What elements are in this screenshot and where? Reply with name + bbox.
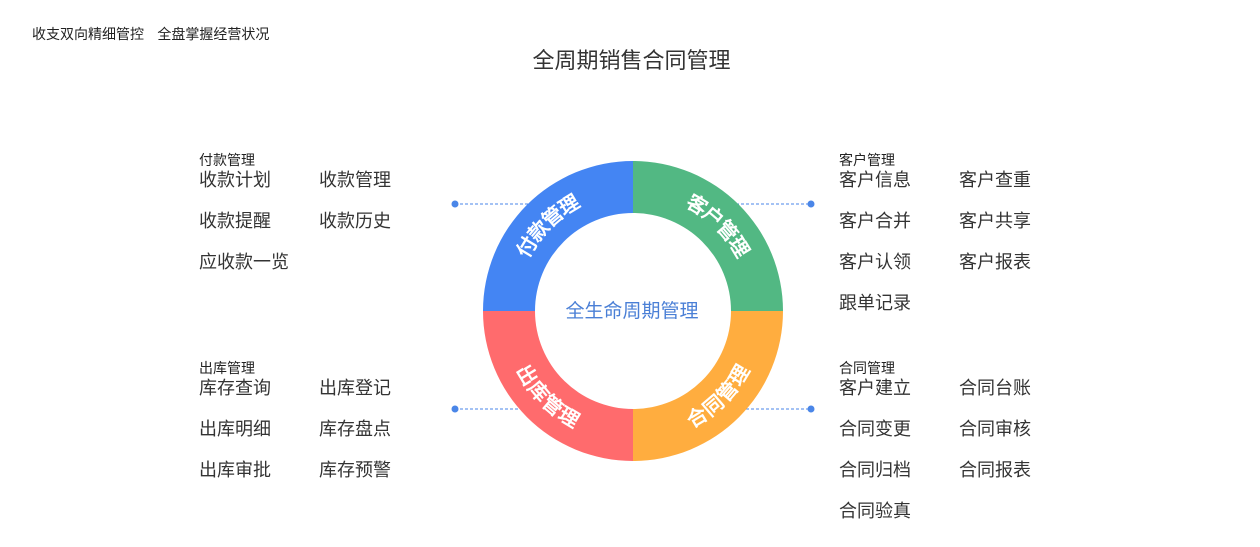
feature-item[interactable]: 库存预警 — [319, 460, 391, 481]
feature-item[interactable]: 客户共享 — [959, 211, 1031, 232]
page-title: 全周期销售合同管理 — [532, 49, 731, 74]
group-title: 付款管理 — [199, 153, 255, 169]
feature-item[interactable]: 出库明细 — [199, 419, 271, 440]
group-title: 出库管理 — [199, 361, 255, 377]
group-items: 客户建立 合同台账合同变更 合同审核合同归档 合同报表合同验真 — [839, 378, 1079, 542]
feature-item[interactable]: 合同变更 — [839, 419, 911, 440]
feature-item[interactable]: 收款历史 — [319, 211, 391, 232]
group-items: 收款计划 收款管理收款提醒 收款历史应收款一览 — [199, 170, 439, 293]
feature-item[interactable]: 出库登记 — [319, 378, 391, 399]
segment-payment[interactable] — [483, 161, 633, 311]
feature-item[interactable]: 客户查重 — [959, 170, 1031, 191]
feature-item[interactable]: 合同验真 — [839, 501, 911, 522]
feature-item[interactable]: 客户信息 — [839, 170, 911, 191]
feature-item[interactable]: 出库审批 — [199, 460, 271, 481]
group-title: 客户管理 — [839, 153, 895, 169]
feature-item[interactable]: 客户合并 — [839, 211, 911, 232]
feature-item[interactable]: 库存盘点 — [319, 419, 391, 440]
feature-item[interactable]: 收款计划 — [199, 170, 271, 191]
segment-outbound[interactable] — [483, 311, 633, 461]
group-items: 客户信息 客户查重客户合并 客户共享客户认领 客户报表跟单记录 — [839, 170, 1079, 334]
feature-item[interactable]: 收款管理 — [319, 170, 391, 191]
feature-item[interactable]: 客户建立 — [839, 378, 911, 399]
feature-item[interactable]: 合同报表 — [959, 460, 1031, 481]
slogan: 收支双向精细管控 全盘掌握经营状况 — [32, 27, 270, 43]
feature-item[interactable]: 合同归档 — [839, 460, 911, 481]
feature-item[interactable]: 合同审核 — [959, 419, 1031, 440]
feature-item[interactable]: 库存查询 — [199, 378, 271, 399]
feature-item[interactable]: 合同台账 — [959, 378, 1031, 399]
segment-contract[interactable] — [633, 311, 783, 461]
connector-customer — [736, 200, 815, 208]
feature-item[interactable]: 收款提醒 — [199, 211, 271, 232]
group-outbound: 出库管理库存查询 出库登记出库明细 库存盘点出库审批 库存预警 — [199, 360, 439, 501]
feature-item[interactable]: 客户报表 — [959, 252, 1031, 273]
group-title: 合同管理 — [839, 361, 895, 377]
center-label: 全生命周期管理 — [565, 300, 698, 322]
group-contract: 合同管理客户建立 合同台账合同变更 合同审核合同归档 合同报表合同验真 — [839, 360, 1079, 542]
group-payment: 付款管理收款计划 收款管理收款提醒 收款历史应收款一览 — [199, 152, 439, 293]
connector-outbound — [451, 405, 530, 413]
segment-customer[interactable] — [633, 161, 783, 311]
feature-item[interactable]: 跟单记录 — [839, 293, 911, 314]
group-items: 库存查询 出库登记出库明细 库存盘点出库审批 库存预警 — [199, 378, 439, 501]
connector-payment — [451, 200, 530, 208]
feature-item[interactable]: 应收款一览 — [199, 252, 289, 273]
feature-item[interactable]: 客户认领 — [839, 252, 911, 273]
group-customer: 客户管理客户信息 客户查重客户合并 客户共享客户认领 客户报表跟单记录 — [839, 152, 1079, 334]
connector-contract — [736, 405, 815, 413]
